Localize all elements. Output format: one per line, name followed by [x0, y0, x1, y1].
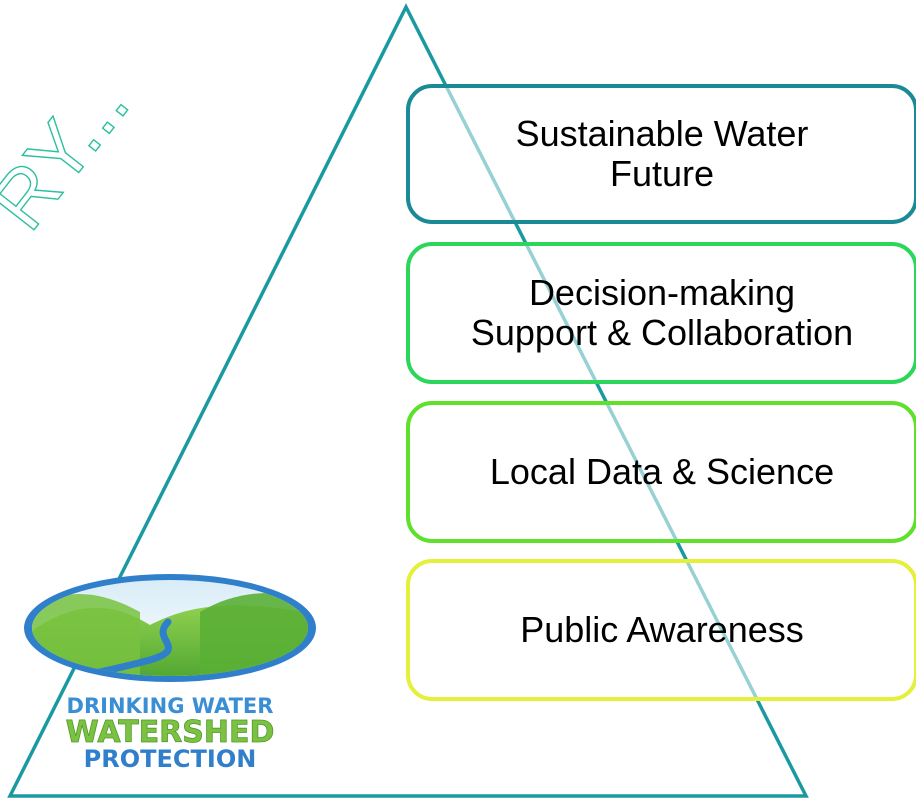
pyramid-level-4-label: Public Awareness [520, 608, 804, 650]
logo-line-2: WATERSHED [66, 715, 275, 750]
logo-line-1: DRINKING WATER [67, 694, 274, 718]
pyramid-level-3-label: Local Data & Science [489, 450, 835, 492]
pyramid-level-3: Local Data & Science [406, 401, 916, 543]
pyramid-level-2-label: Decision-making Support & Collaboration [470, 271, 854, 353]
pyramid-level-2: Decision-making Support & Collaboration [406, 242, 916, 384]
pyramid-level-1-label: Sustainable Water Future [515, 112, 809, 194]
pyramid-level-4: Public Awareness [406, 559, 916, 701]
partial-heading-text: RY... [0, 60, 146, 246]
watershed-logo: DRINKING WATER WATERSHED PROTECTION [24, 574, 316, 773]
pyramid-level-1: Sustainable Water Future [406, 84, 916, 224]
logo-line-3: PROTECTION [84, 745, 257, 773]
